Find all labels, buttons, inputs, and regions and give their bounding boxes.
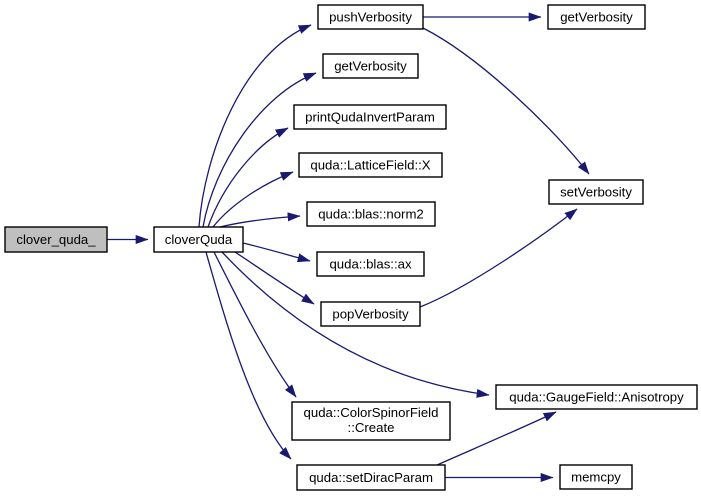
node-box [548, 179, 644, 205]
node-popverbosity[interactable]: popVerbosity [320, 301, 421, 327]
node-box [293, 104, 447, 130]
node-label: pushVerbosity [329, 10, 412, 25]
node-box [317, 4, 424, 30]
node-label: memcpy [571, 470, 621, 485]
node-label: cloverQuda [165, 232, 233, 247]
edge-cloverQuda-setDiracParam [205, 251, 292, 460]
node-colorspinorfield-create[interactable]: quda::ColorSpinorField ::Create [291, 401, 451, 441]
node-setdiracparam[interactable]: quda::setDiracParam [296, 464, 446, 491]
edge-cloverQuda-popVerbosity [234, 251, 315, 305]
node-setverbosity[interactable]: setVerbosity [548, 179, 644, 205]
node-label: quda::GaugeField::Anisotropy [509, 390, 684, 405]
edge-cloverQuda-latticeFieldX [212, 171, 294, 228]
node-label: quda::blas::ax [329, 257, 412, 272]
node-label: printQudaInvertParam [305, 110, 435, 125]
edge-cloverQuda-gaugeAnisotropy [221, 251, 490, 398]
node-getverbosity-mid[interactable]: getVerbosity [322, 53, 419, 79]
node-label: popVerbosity [332, 307, 409, 322]
node-box [291, 401, 451, 441]
node-label-line2: ::Create [348, 420, 395, 435]
node-printqudainvertparam[interactable]: printQudaInvertParam [293, 104, 447, 130]
node-blas-ax[interactable]: quda::blas::ax [316, 251, 425, 277]
node-box [316, 251, 425, 277]
node-box [322, 53, 419, 79]
node-latticefield-x[interactable]: quda::LatticeField::X [298, 152, 443, 178]
edge-setDiracParam-gaugeAnisotropy [436, 411, 557, 466]
edges-layer [107, 12, 590, 483]
edge-cloverQuda-printQudaInvertParam [207, 127, 289, 228]
edge-cloverQuda-colorSpinorCreate [213, 251, 297, 398]
node-pushverbosity[interactable]: pushVerbosity [317, 4, 424, 30]
node-blas-norm2[interactable]: quda::blas::norm2 [306, 201, 436, 227]
node-box [495, 384, 698, 410]
node-box [559, 464, 633, 490]
nodes-layer: clover_quda_ cloverQuda pushVerbosity ge… [4, 4, 698, 491]
node-label: quda::setDiracParam [309, 470, 433, 485]
edge-popVerbosity-setVerbosity [419, 208, 578, 308]
edge-cloverQuda-pushVerbosity [198, 24, 312, 228]
node-label: getVerbosity [334, 59, 407, 74]
node-label: quda::LatticeField::X [310, 158, 430, 173]
node-box [320, 301, 421, 327]
node-label: quda::blas::norm2 [318, 207, 424, 222]
node-gaugefield-anisotropy[interactable]: quda::GaugeField::Anisotropy [495, 384, 698, 410]
node-memcpy[interactable]: memcpy [559, 464, 633, 490]
node-label: setVerbosity [560, 185, 632, 200]
node-label: clover_quda_ [16, 232, 96, 247]
edge-cloverQuda-blasAx [242, 242, 311, 263]
node-label: getVerbosity [560, 10, 633, 25]
edge-cloverQuda-getVerbosity [202, 72, 317, 228]
node-box [306, 201, 436, 227]
edge-pushVerbosity-setVerbosity [422, 27, 590, 175]
node-clover-quda-current: clover_quda_ [4, 226, 108, 253]
node-getverbosity-top[interactable]: getVerbosity [547, 4, 646, 30]
node-box [4, 226, 108, 253]
node-label-line1: quda::ColorSpinorField [304, 405, 439, 420]
node-box [153, 226, 244, 253]
node-box [296, 464, 446, 491]
node-cloverquda[interactable]: cloverQuda [153, 226, 244, 253]
node-box [298, 152, 443, 178]
edge-cloverQuda-blasNorm2 [219, 212, 301, 228]
node-box [547, 4, 646, 30]
